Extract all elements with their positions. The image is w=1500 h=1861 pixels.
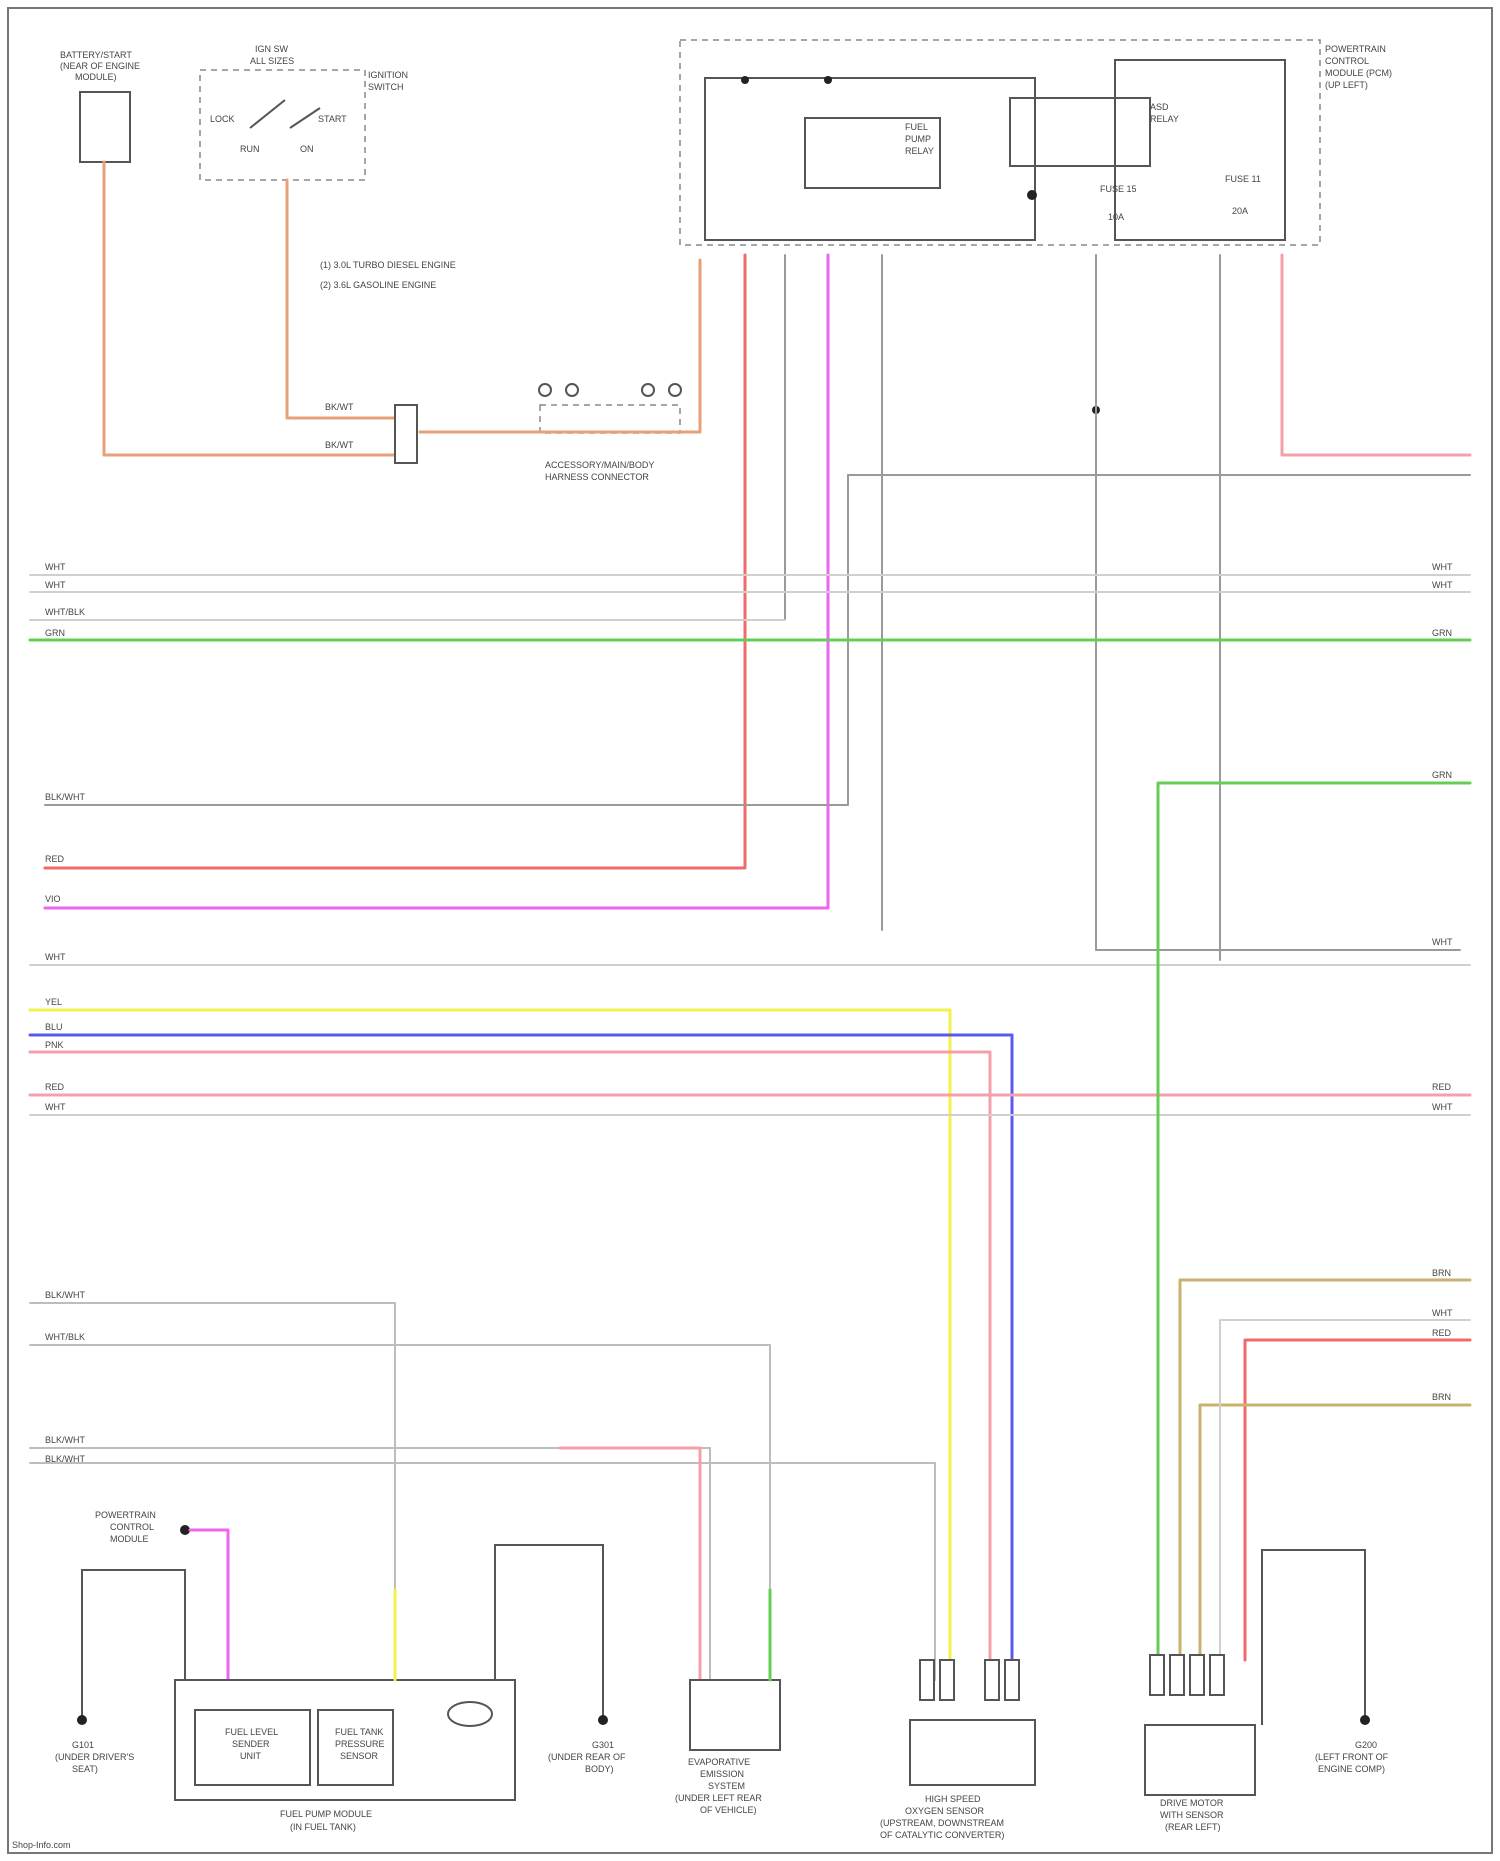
- bl-label-2: WHT/BLK: [45, 1332, 85, 1342]
- pcm-label-1: POWERTRAIN: [1325, 44, 1386, 54]
- g2-label-3: BODY): [585, 1764, 614, 1774]
- g3-label-3: ENGINE COMP): [1318, 1764, 1385, 1774]
- oxygen-sensor: [910, 1720, 1035, 1785]
- row-label-10: BLU: [45, 1022, 63, 1032]
- connector-label-1: ACCESSORY/MAIN/BODY: [545, 460, 654, 470]
- right-label-5: WHT: [1432, 937, 1453, 947]
- g2-label-1: G301: [592, 1740, 614, 1750]
- pcm-label-2: CONTROL: [1325, 56, 1369, 66]
- diagram-border: [8, 8, 1492, 1853]
- sensor2-label-1: FUEL TANK: [335, 1727, 383, 1737]
- connector-label-2: HARNESS CONNECTOR: [545, 472, 649, 482]
- br-label-1: BRN: [1432, 1268, 1451, 1278]
- relay-1-label-1: FUEL: [905, 122, 928, 132]
- pump-label-2: (IN FUEL TANK): [290, 1822, 356, 1832]
- switch-pos-run: RUN: [240, 144, 260, 154]
- row-label-5: BLK/WHT: [45, 792, 86, 802]
- right-label-3: GRN: [1432, 628, 1452, 638]
- row-label-6: RED: [45, 854, 65, 864]
- bl-label-4: BLK/WHT: [45, 1454, 86, 1464]
- sensor2-label-2: PRESSURE: [335, 1739, 385, 1749]
- row-label-13: WHT: [45, 1102, 66, 1112]
- note-2: (2) 3.6L GASOLINE ENGINE: [320, 280, 436, 290]
- pcm-label-4: (UP LEFT): [1325, 80, 1368, 90]
- evap-label-3: SYSTEM: [708, 1781, 745, 1791]
- relay-2-label-2: RELAY: [1150, 114, 1179, 124]
- evap-label-4: (UNDER LEFT REAR: [675, 1793, 762, 1803]
- sensor1-label-3: UNIT: [240, 1751, 261, 1761]
- right-label-7: WHT: [1432, 1102, 1453, 1112]
- ign-label-1: IGN SW: [255, 44, 289, 54]
- row-label-11: PNK: [45, 1040, 64, 1050]
- evap-label-1: EVAPORATIVE: [688, 1757, 750, 1767]
- g2-label-2: (UNDER REAR OF: [548, 1752, 626, 1762]
- row-label-1: WHT: [45, 562, 66, 572]
- row-label-12: RED: [45, 1082, 65, 1092]
- g1-label-2: (UNDER DRIVER'S: [55, 1752, 134, 1762]
- wire-top-1: BK/WT: [325, 402, 354, 412]
- relay-1-label-2: PUMP: [905, 134, 931, 144]
- br-label-3: RED: [1432, 1328, 1452, 1338]
- switch-pos-lock: LOCK: [210, 114, 235, 124]
- ignition-switch: IGN SW ALL SIZES LOCK START RUN ON IGNIT…: [200, 44, 408, 180]
- relay-1-label-3: RELAY: [905, 146, 934, 156]
- g1-label-3: SEAT): [72, 1764, 98, 1774]
- module-label-3: MODULE: [110, 1534, 149, 1544]
- bl-label-1: BLK/WHT: [45, 1290, 86, 1300]
- module-label-1: POWERTRAIN: [95, 1510, 156, 1520]
- note-1: (1) 3.0L TURBO DIESEL ENGINE: [320, 260, 456, 270]
- fuse-2-label-1: FUSE 11: [1225, 174, 1261, 184]
- motor-label-2: WITH SENSOR: [1160, 1810, 1224, 1820]
- o2-label-1: HIGH SPEED: [925, 1794, 981, 1804]
- wire-top-2: BK/WT: [325, 440, 354, 450]
- br-label-4: BRN: [1432, 1392, 1451, 1402]
- ign-label-2: ALL SIZES: [250, 56, 294, 66]
- row-label-8: WHT: [45, 952, 66, 962]
- right-label-2: WHT: [1432, 580, 1453, 590]
- relay-2-label-1: ASD: [1150, 102, 1169, 112]
- sensor1-label-1: FUEL LEVEL: [225, 1727, 278, 1737]
- o2-label-3: (UPSTREAM, DOWNSTREAM: [880, 1818, 1004, 1828]
- right-label-1: WHT: [1432, 562, 1453, 572]
- right-label-4: GRN: [1432, 770, 1452, 780]
- battery-component: BATTERY/START (NEAR OF ENGINE MODULE): [60, 50, 140, 162]
- watermark: Shop-Info.com: [12, 1840, 71, 1850]
- row-label-3: WHT/BLK: [45, 607, 85, 617]
- switch-pos-start: START: [318, 114, 347, 124]
- g1-label-1: G101: [72, 1740, 94, 1750]
- row-label-4: GRN: [45, 628, 65, 638]
- g3-label-1: G200: [1355, 1740, 1377, 1750]
- sensor2-label-3: SENSOR: [340, 1751, 379, 1761]
- pcm-box: FUEL PUMP RELAY ASD RELAY FUSE 15 10A FU…: [680, 40, 1392, 414]
- row-label-7: VIO: [45, 894, 61, 904]
- motor-label-3: (REAR LEFT): [1165, 1822, 1221, 1832]
- fuse-2-label-2: 20A: [1232, 206, 1248, 216]
- fuse-1-label-2: 10A: [1108, 212, 1124, 222]
- o2-label-4: OF CATALYTIC CONVERTER): [880, 1830, 1004, 1840]
- bl-label-3: BLK/WHT: [45, 1435, 86, 1445]
- br-label-2: WHT: [1432, 1308, 1453, 1318]
- o2-label-2: OXYGEN SENSOR: [905, 1806, 985, 1816]
- evap-label-5: OF VEHICLE): [700, 1805, 757, 1815]
- battery-label-3: MODULE): [75, 72, 117, 82]
- pcm-label-3: MODULE (PCM): [1325, 68, 1392, 78]
- module-label-2: CONTROL: [110, 1522, 154, 1532]
- g3-label-2: (LEFT FRONT OF: [1315, 1752, 1389, 1762]
- evap-sensor: [690, 1680, 780, 1750]
- drive-motor: [1145, 1725, 1255, 1795]
- ign-tag-1: IGNITION: [368, 70, 408, 80]
- sensor1-label-2: SENDER: [232, 1739, 270, 1749]
- row-label-9: YEL: [45, 997, 62, 1007]
- pump-label-1: FUEL PUMP MODULE: [280, 1809, 372, 1819]
- motor-label-1: DRIVE MOTOR: [1160, 1798, 1224, 1808]
- ign-tag-2: SWITCH: [368, 82, 404, 92]
- switch-pos-on: ON: [300, 144, 314, 154]
- row-label-2: WHT: [45, 580, 66, 590]
- battery-label-1: BATTERY/START: [60, 50, 132, 60]
- evap-label-2: EMISSION: [700, 1769, 744, 1779]
- right-label-6: RED: [1432, 1082, 1452, 1092]
- battery-label-2: (NEAR OF ENGINE: [60, 61, 140, 71]
- fuse-1-label-1: FUSE 15: [1100, 184, 1137, 194]
